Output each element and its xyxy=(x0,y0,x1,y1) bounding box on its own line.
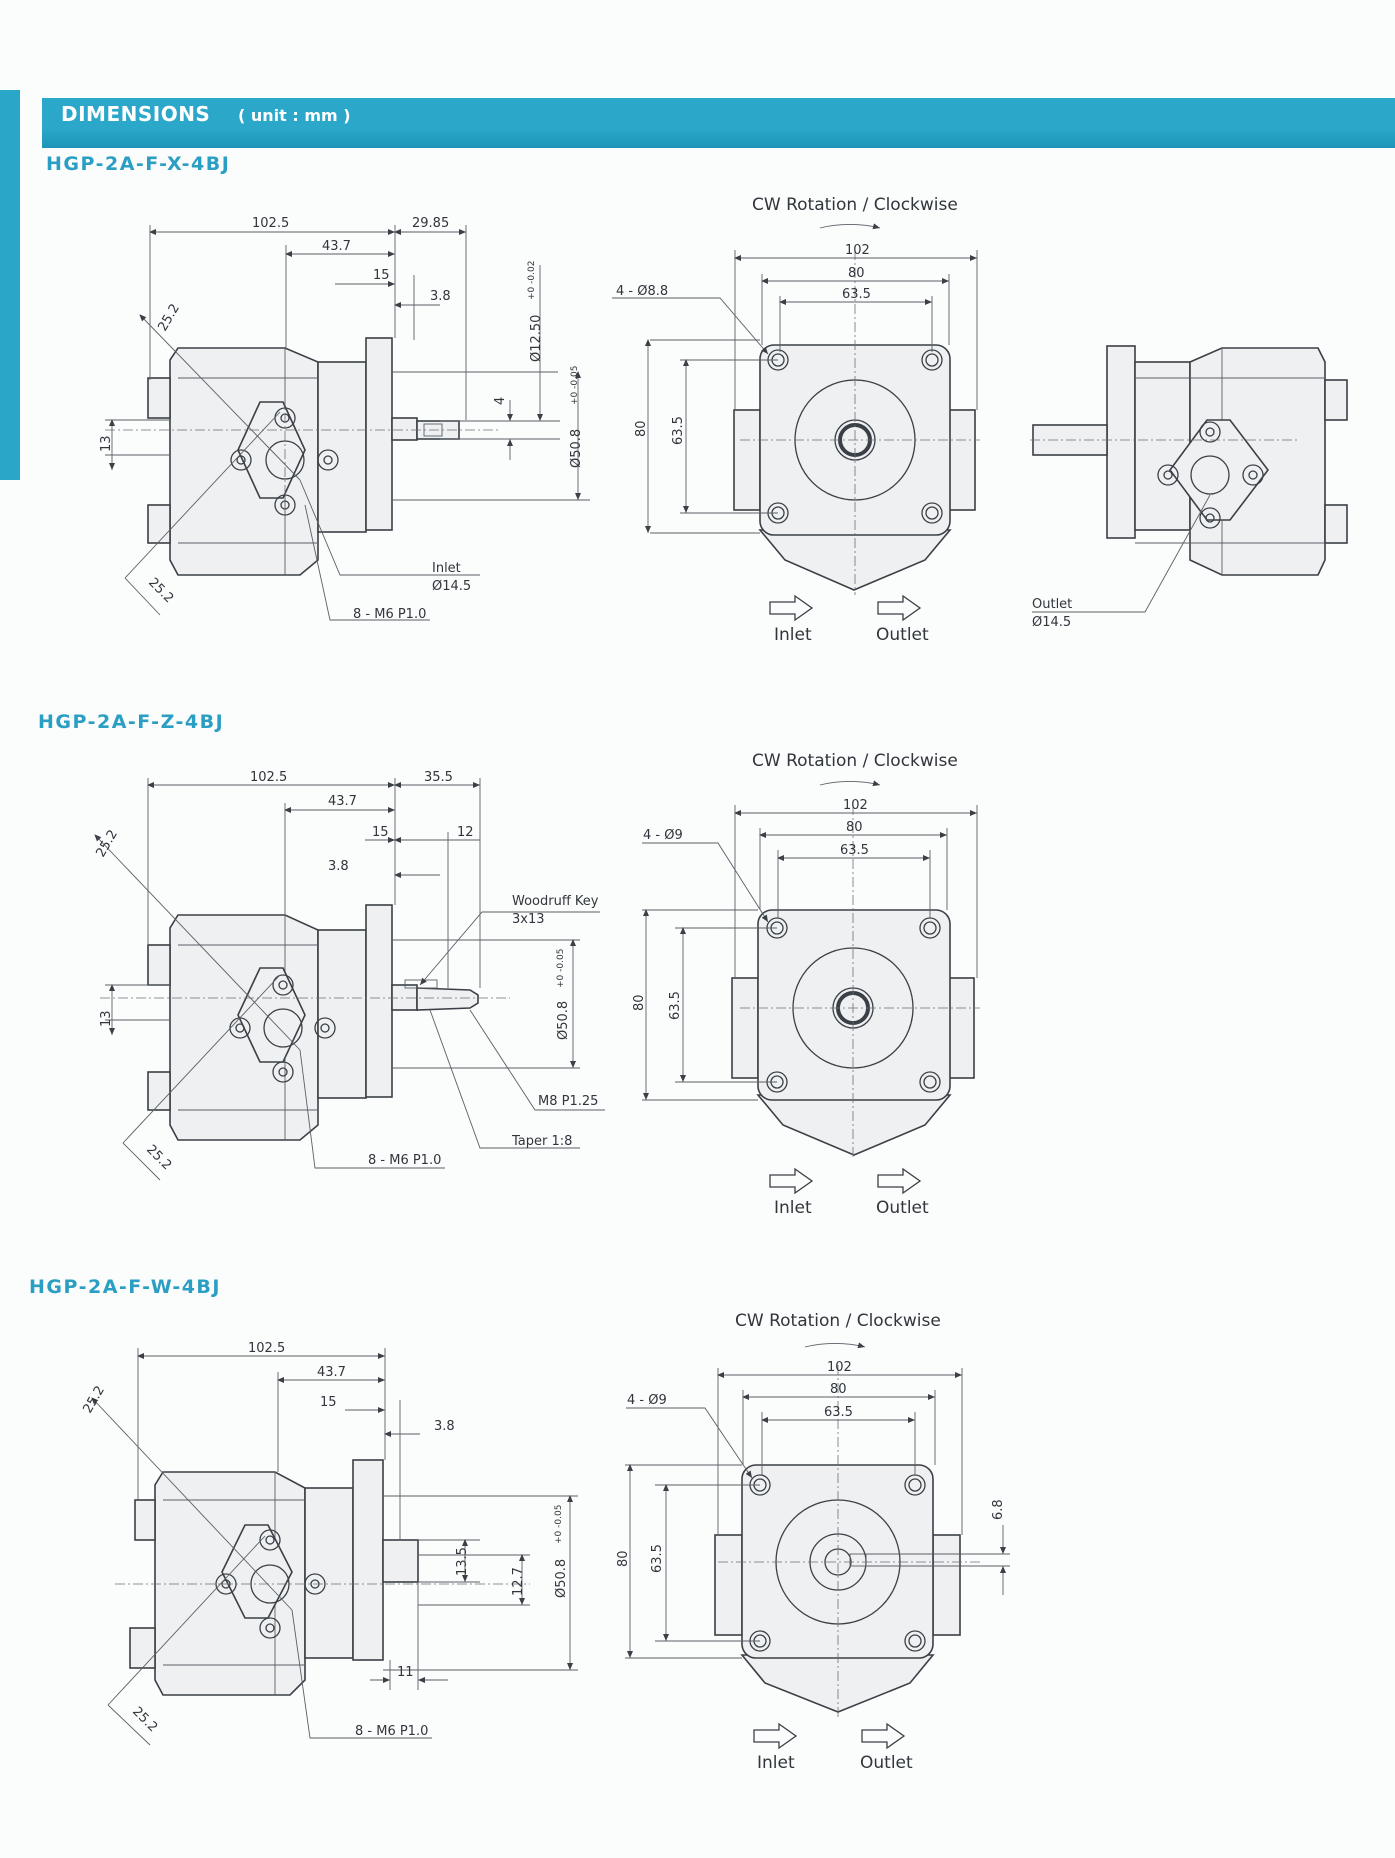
dim-h635-w: 63.5 xyxy=(650,1544,665,1573)
pilot-tol-z: +0 -0.05 xyxy=(556,949,566,988)
thread-x: 8 - M6 P1.0 xyxy=(353,607,426,622)
outlet-arrow-icon xyxy=(877,1167,922,1195)
header-bar xyxy=(42,98,1395,148)
dim-flange-z: 43.7 xyxy=(328,794,357,809)
section-title: DIMENSIONS xyxy=(61,102,211,126)
inlet-arrow-icon xyxy=(769,594,814,622)
outlet-w: Outlet xyxy=(860,1753,913,1773)
dim-38-x: 3.8 xyxy=(430,289,451,304)
outlet-label-rear-x: Outlet xyxy=(1032,597,1072,612)
dim-flange-x: 43.7 xyxy=(322,239,351,254)
dim-shaft-z: 35.5 xyxy=(424,770,453,785)
dim-15-z: 15 xyxy=(372,825,389,840)
dim-135-w: 13.5 xyxy=(455,1547,470,1576)
inlet-z: Inlet xyxy=(774,1198,812,1218)
outlet-arrow-icon xyxy=(877,594,922,622)
rotation-label-x: CW Rotation / Clockwise xyxy=(752,195,958,215)
dim-flange-w: 43.7 xyxy=(317,1365,346,1380)
dim-keyw-w: 6.8 xyxy=(991,1499,1006,1520)
inlet-label-x: Inlet xyxy=(432,561,461,576)
dim-15-w: 15 xyxy=(320,1395,337,1410)
unit-label: ( unit : mm ) xyxy=(238,106,351,125)
dim-h80-z: 80 xyxy=(632,994,647,1011)
sidebar-accent xyxy=(0,90,20,480)
taper-z: Taper 1:8 xyxy=(511,1134,572,1149)
inlet-arrow-icon xyxy=(753,1722,798,1750)
dim-length-z: 102.5 xyxy=(250,770,287,785)
dim-102-w: 102 xyxy=(827,1360,852,1375)
inlet-dia-x: Ø14.5 xyxy=(432,579,471,594)
side-view-z: 102.5 43.7 35.5 15 12 3.8 25.2 25.2 13 W… xyxy=(93,770,605,1181)
dim-12-z: 12 xyxy=(457,825,474,840)
dim-diag-top-x: 25.2 xyxy=(155,301,182,334)
front-view-w: CW Rotation / Clockwise 10 xyxy=(616,1311,1010,1773)
dim-diag-bottom-z: 25.2 xyxy=(143,1142,174,1173)
dim-shaft-x: 29.85 xyxy=(412,216,449,231)
front-view-x: CW Rotation / Clockwise 102 80 63.5 4 - xyxy=(612,195,980,645)
dim-h635-z: 63.5 xyxy=(668,991,683,1020)
dim-13-z: 13 xyxy=(99,1010,114,1027)
pilot-dia-z: Ø50.8 xyxy=(556,1001,571,1040)
side-view-w: 102.5 43.7 15 3.8 25.2 25.2 13.5 12.7 Ø5… xyxy=(80,1341,578,1746)
side-view-x: 102.5 43.7 29.85 15 3.8 25.2 25.2 13 4 Ø… xyxy=(99,216,590,622)
thread-w: 8 - M6 P1.0 xyxy=(355,1724,428,1739)
dim-635-w: 63.5 xyxy=(824,1405,853,1420)
pilot-dia-x: Ø50.8 xyxy=(569,429,584,468)
rotation-label-w: CW Rotation / Clockwise xyxy=(735,1311,941,1331)
dim-38-w: 3.8 xyxy=(434,1419,455,1434)
outlet-dia-rear-x: Ø14.5 xyxy=(1032,615,1071,630)
model-title-z: HGP-2A-F-Z-4BJ xyxy=(38,711,225,733)
dim-80-z: 80 xyxy=(846,820,863,835)
woodruff-key-size: 3x13 xyxy=(512,912,545,927)
shaft-tol-x: +0 -0.02 xyxy=(527,261,537,300)
outlet-z: Outlet xyxy=(876,1198,929,1218)
inlet-w: Inlet xyxy=(757,1753,795,1773)
dim-h80-x: 80 xyxy=(634,420,649,437)
outlet-x: Outlet xyxy=(876,625,929,645)
outlet-arrow-icon xyxy=(861,1722,906,1750)
dim-15-x: 15 xyxy=(373,268,390,283)
shaft-dia-x: Ø12.50 xyxy=(529,315,544,362)
pilot-tol-x: +0 -0.05 xyxy=(570,366,580,405)
dim-diag-top-z: 25.2 xyxy=(93,827,120,860)
dim-13-x: 13 xyxy=(99,435,114,452)
holes-w: 4 - Ø9 xyxy=(627,1393,667,1408)
dim-38-z: 3.8 xyxy=(328,859,349,874)
dim-length-w: 102.5 xyxy=(248,1341,285,1356)
dim-102-z: 102 xyxy=(843,798,868,813)
inlet-x: Inlet xyxy=(774,625,812,645)
pilot-dia-w: Ø50.8 xyxy=(554,1559,569,1598)
holes-x: 4 - Ø8.8 xyxy=(616,284,668,299)
dim-127-w: 12.7 xyxy=(511,1567,526,1596)
dim-635-z: 63.5 xyxy=(840,843,869,858)
dim-635-x: 63.5 xyxy=(842,287,871,302)
pilot-tol-w: +0 -0.05 xyxy=(554,1505,564,1544)
dim-length-x: 102.5 xyxy=(252,216,289,231)
dim-diag-bottom-w: 25.2 xyxy=(129,1704,160,1735)
front-view-z: CW Rotation / Clockwise 102 80 63.5 4 - xyxy=(632,751,980,1218)
dim-11-w: 11 xyxy=(397,1665,414,1680)
holes-z: 4 - Ø9 xyxy=(643,828,683,843)
dim-h635-x: 63.5 xyxy=(671,416,686,445)
dim-80-w: 80 xyxy=(830,1382,847,1397)
woodruff-key-label: Woodruff Key xyxy=(512,894,599,909)
model-title-w: HGP-2A-F-W-4BJ xyxy=(29,1276,221,1298)
thread-end-z: M8 P1.25 xyxy=(538,1094,598,1109)
model-title-x: HGP-2A-F-X-4BJ xyxy=(46,153,231,175)
dim-diag-bottom-x: 25.2 xyxy=(145,575,176,606)
rear-view-x: Outlet Ø14.5 xyxy=(1030,345,1348,630)
rotation-label-z: CW Rotation / Clockwise xyxy=(752,751,958,771)
thread-z: 8 - M6 P1.0 xyxy=(368,1153,441,1168)
dim-key-x: 4 xyxy=(493,397,508,405)
inlet-arrow-icon xyxy=(769,1167,814,1195)
dim-102-x: 102 xyxy=(845,243,870,258)
dim-80-x: 80 xyxy=(848,266,865,281)
dim-h80-w: 80 xyxy=(616,1550,631,1567)
